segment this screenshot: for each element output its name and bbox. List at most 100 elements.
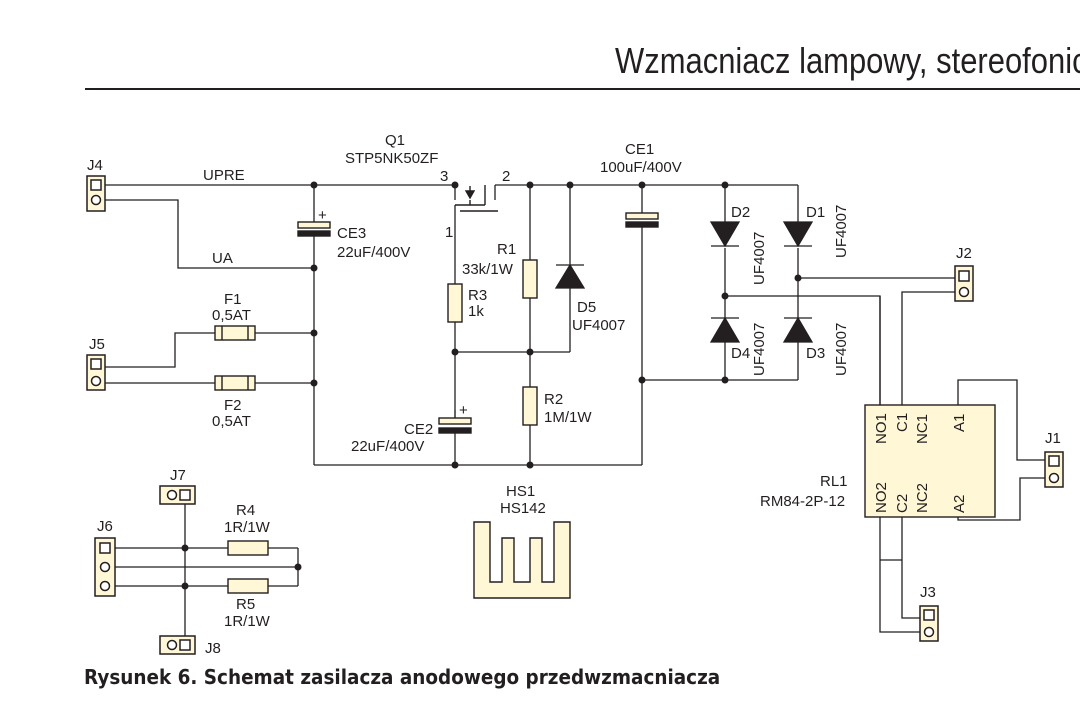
label-d2-value: UF4007 xyxy=(751,232,768,285)
label-rl1-pin-nc1: NC1 xyxy=(914,414,931,444)
label-hs1-value: HS142 xyxy=(500,500,546,517)
label-ce1-ref: CE1 xyxy=(625,141,654,158)
label-ce3-plus: + xyxy=(318,207,327,224)
label-q1-pin1: 1 xyxy=(445,224,453,241)
label-r4-value: 1R/1W xyxy=(224,519,271,536)
label-d1-value: UF4007 xyxy=(833,205,850,258)
label-ce2-plus: + xyxy=(459,402,468,419)
junction xyxy=(721,376,729,384)
label-r5-value: 1R/1W xyxy=(224,613,271,630)
label-r1-value: 33k/1W xyxy=(462,261,514,278)
label-upre: UPRE xyxy=(203,167,245,184)
junction xyxy=(294,563,302,571)
wire-ce1 xyxy=(641,185,798,465)
junction xyxy=(181,582,189,590)
junction xyxy=(451,348,459,356)
label-j3: J3 xyxy=(920,584,936,601)
labels: J4 UPRE UA F1 0,5AT J5 F2 0,5AT + CE3 22… xyxy=(87,132,1061,657)
label-rl1-pin-no2: NO2 xyxy=(873,482,890,513)
label-hs1-ref: HS1 xyxy=(506,483,535,500)
capacitor-ce3 xyxy=(297,221,331,237)
label-d4-value: UF4007 xyxy=(751,323,768,376)
label-q1-pin3: 3 xyxy=(440,168,448,185)
junction xyxy=(638,376,646,384)
resistor-r5 xyxy=(227,578,269,594)
label-rl1-pin-nc2: NC2 xyxy=(914,483,931,513)
label-f1-value: 0,5AT xyxy=(212,307,251,324)
label-r3-value: 1k xyxy=(468,303,484,320)
label-q1-pin2: 2 xyxy=(502,168,510,185)
diode-d1 xyxy=(782,221,814,248)
label-q1-value: STP5NK50ZF xyxy=(345,150,438,167)
label-r3-ref: R3 xyxy=(468,287,487,304)
junction xyxy=(310,379,318,387)
junction xyxy=(526,461,534,469)
label-j1: J1 xyxy=(1045,430,1061,447)
wire-r1-r2 xyxy=(455,185,570,465)
capacitor-ce1 xyxy=(625,212,659,228)
label-j8: J8 xyxy=(205,640,221,657)
label-rl1-pin-no1: NO1 xyxy=(873,413,890,444)
label-ce1-value: 100uF/400V xyxy=(600,159,682,176)
label-ua: UA xyxy=(212,250,233,267)
label-rl1-value: RM84-2P-12 xyxy=(760,493,845,510)
label-d3-ref: D3 xyxy=(806,345,825,362)
page-title: Wzmacniacz lampowy, stereofonicz xyxy=(615,40,1080,81)
junction xyxy=(526,348,534,356)
label-r1-ref: R1 xyxy=(497,241,516,258)
page-header: Wzmacniacz lampowy, stereofonicz xyxy=(0,0,1080,100)
label-j5: J5 xyxy=(89,336,105,353)
connector-j8 xyxy=(159,635,196,655)
diode-d3 xyxy=(782,316,814,343)
label-ce2-value: 22uF/400V xyxy=(351,438,424,455)
junction xyxy=(310,329,318,337)
relay-rl1 xyxy=(864,404,996,518)
label-r2-ref: R2 xyxy=(544,391,563,408)
resistor-r1 xyxy=(522,259,538,299)
label-r2-value: 1M/1W xyxy=(544,409,592,426)
label-f2-ref: F2 xyxy=(224,397,242,414)
connector-j1 xyxy=(1044,451,1064,488)
wire-ua xyxy=(105,199,314,269)
label-ce3-value: 22uF/400V xyxy=(337,244,410,261)
label-f1-ref: F1 xyxy=(224,291,242,308)
label-r4-ref: R4 xyxy=(236,502,255,519)
label-rl1-ref: RL1 xyxy=(820,473,848,490)
wire-relay xyxy=(879,296,1045,619)
diode-d5 xyxy=(554,263,586,289)
resistor-r2 xyxy=(522,386,538,426)
label-j2: J2 xyxy=(956,245,972,262)
label-d5-ref: D5 xyxy=(577,299,596,316)
label-q1-ref: Q1 xyxy=(385,132,405,149)
label-f2-value: 0,5AT xyxy=(212,413,251,430)
connector-j5 xyxy=(86,354,106,391)
junction xyxy=(310,264,318,272)
label-d4-ref: D4 xyxy=(731,345,750,362)
junction xyxy=(451,181,459,189)
header-rule xyxy=(85,88,1080,90)
label-ce2-ref: CE2 xyxy=(404,421,433,438)
junction xyxy=(566,181,574,189)
fuse-f2 xyxy=(214,375,256,391)
connector-j4 xyxy=(86,175,106,212)
junction xyxy=(310,181,318,189)
label-d2-ref: D2 xyxy=(731,204,750,221)
connector-j3 xyxy=(919,605,939,642)
connector-j7 xyxy=(159,485,196,505)
resistor-r3 xyxy=(447,283,463,323)
junction xyxy=(721,181,729,189)
fuse-f1 xyxy=(214,325,256,341)
label-rl1-pin-a2: A2 xyxy=(951,495,968,513)
label-d1-ref: D1 xyxy=(806,204,825,221)
label-j4: J4 xyxy=(87,157,103,174)
diode-d4 xyxy=(709,316,741,343)
junction xyxy=(181,544,189,552)
diode-d2 xyxy=(709,221,741,248)
heatsink-hs1 xyxy=(473,521,571,599)
transistor-q1 xyxy=(455,185,498,212)
label-rl1-pin-a1: A1 xyxy=(951,414,968,432)
junction xyxy=(526,181,534,189)
junction xyxy=(721,292,729,300)
junction xyxy=(794,274,802,282)
